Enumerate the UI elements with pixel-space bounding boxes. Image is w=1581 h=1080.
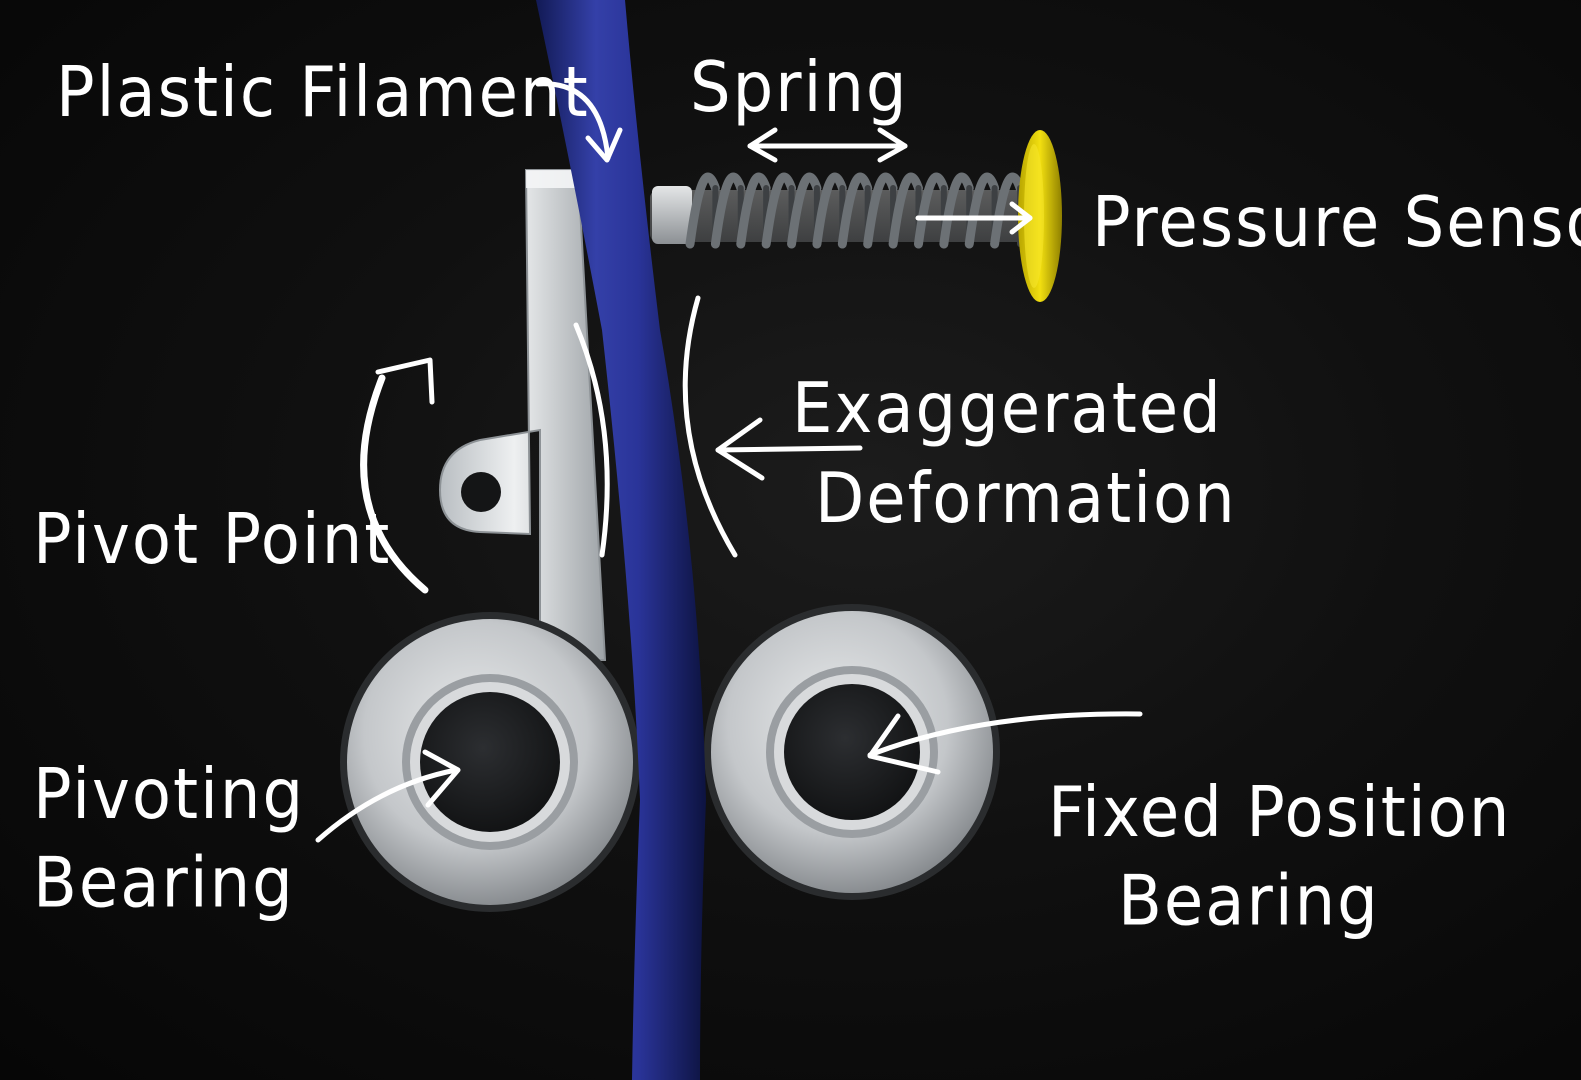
spring-coil — [812, 172, 847, 249]
fixed-position-bearing-label: Fixed Position Bearing — [1048, 770, 1511, 947]
plastic-filament — [536, 0, 706, 1080]
spring-coil — [710, 172, 746, 249]
deformation-curve-left — [573, 322, 610, 558]
deformation-label-text: Deformation — [815, 459, 1237, 540]
plastic-filament-label: Plastic Filament — [56, 50, 590, 138]
deformation-label: Deformation — [815, 456, 1237, 544]
spring-coil — [787, 172, 822, 249]
pressure-sensor-label: Pressure Sensor — [1092, 180, 1581, 268]
pivot-arrow-head — [375, 357, 435, 405]
fixed-bearing-arrow-head — [867, 713, 941, 775]
spring-coil — [964, 172, 1000, 249]
pivoting-bearing-label: Pivoting Bearing — [33, 752, 305, 929]
pressure-sensor-label-text: Pressure Sensor — [1092, 183, 1581, 264]
fixed-bearing-arrow — [867, 711, 1143, 758]
spring-coil — [888, 172, 923, 249]
spring-coil — [863, 172, 898, 249]
spring-rod-end — [652, 186, 692, 244]
fixed-position-bearing — [704, 604, 1000, 900]
pivot-point-label-text: Pivot Point — [33, 500, 392, 581]
exaggerated-label: Exaggerated — [792, 366, 1223, 454]
spring — [685, 172, 1025, 249]
pivot-arm — [438, 169, 607, 661]
sensor-arrow-head — [1009, 201, 1033, 235]
spring-arrow-left-head — [747, 127, 778, 163]
plastic-filament-label-text: Plastic Filament — [56, 53, 590, 134]
pivot-arrow — [360, 374, 429, 594]
spring-label: Spring — [690, 45, 909, 133]
pressure-sensor-disc — [1018, 130, 1062, 302]
spring-coil — [685, 172, 720, 249]
spring-coil — [939, 172, 974, 249]
spring-coil — [913, 172, 949, 249]
exaggerated-label-text: Exaggerated — [792, 369, 1223, 450]
pivoting-bearing — [340, 612, 640, 912]
spring-coil — [837, 172, 873, 249]
fixed-position-bearing-label-line1: Fixed Position — [1048, 773, 1512, 854]
spring-coil — [761, 172, 797, 249]
deformation-arrow-head — [715, 417, 765, 481]
pivot-point-label: Pivot Point — [33, 497, 391, 585]
spring-label-text: Spring — [690, 48, 909, 129]
pivoting-bearing-arrow — [315, 767, 459, 843]
spring-coil — [736, 172, 771, 249]
filament-arrow — [535, 81, 611, 161]
pivoting-bearing-label-line2: Bearing — [33, 843, 295, 924]
deformation-arrow — [715, 445, 863, 453]
deformation-curve-right — [682, 295, 738, 558]
pivot-hole — [461, 472, 501, 512]
pivoting-bearing-arrow-head — [422, 749, 461, 808]
spring-arrow-right-head — [877, 127, 908, 163]
annotation-strokes — [315, 81, 1143, 843]
fixed-position-bearing-label-line2: Bearing — [1118, 861, 1380, 942]
spring-coil — [990, 172, 1025, 249]
pivoting-bearing-label-line1: Pivoting — [33, 755, 306, 836]
filament-arrow-head — [585, 127, 623, 163]
